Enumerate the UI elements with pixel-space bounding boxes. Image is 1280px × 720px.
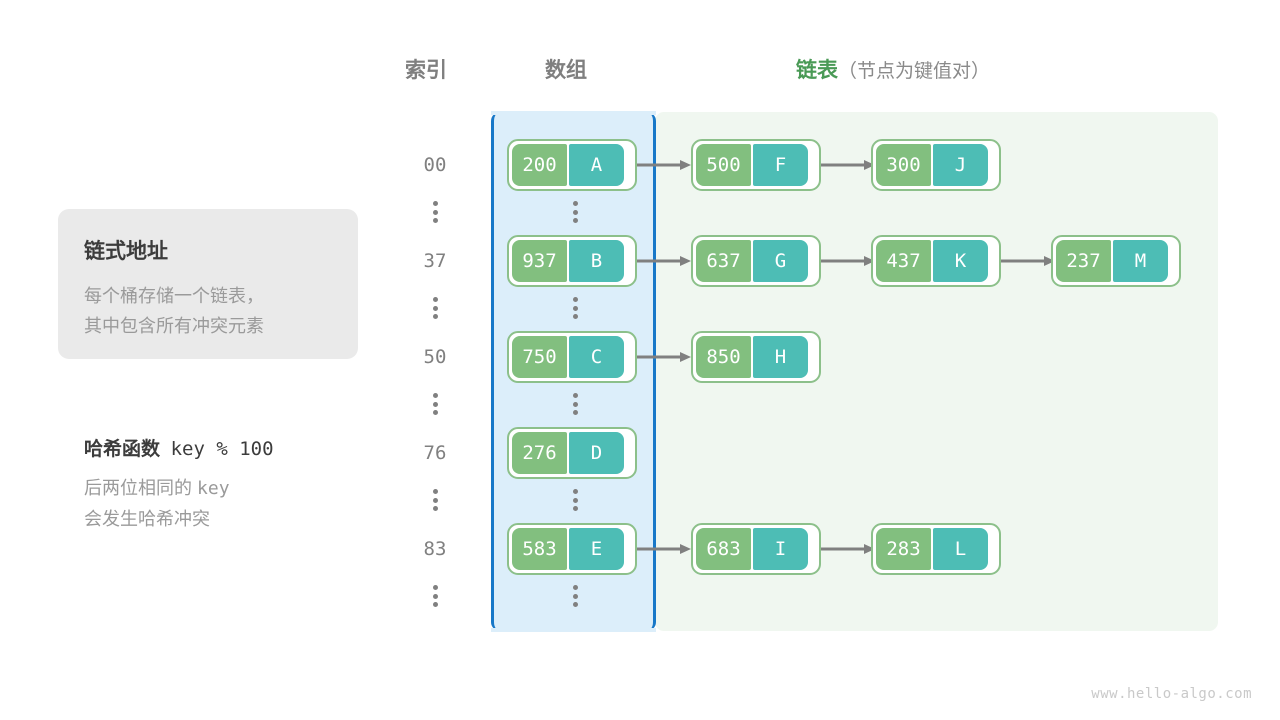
- kv-node-value: B: [569, 240, 624, 282]
- annotation-hash-function: 哈希函数 key % 100 后两位相同的 key 会发生哈希冲突: [84, 434, 414, 534]
- annotation-card-line-2: 其中包含所有冲突元素: [84, 316, 264, 336]
- bucket-index-label: 00: [423, 154, 447, 176]
- next-pointer-arrow: [637, 543, 691, 555]
- kv-node-key: 850: [696, 336, 751, 378]
- header-array: 数组: [545, 59, 587, 82]
- watermark: www.hello-algo.com: [1091, 686, 1252, 702]
- next-pointer-arrow: [821, 255, 875, 267]
- kv-node-value: F: [753, 144, 808, 186]
- hash-function-line-1: 后两位相同的 key: [84, 473, 414, 504]
- header-linked-list: 链表（节点为键值对）: [796, 54, 990, 84]
- kv-node-key: 283: [876, 528, 931, 570]
- kv-node-value: J: [933, 144, 988, 186]
- annotation-card-line-1: 每个桶存储一个链表，: [84, 286, 264, 306]
- bucket-index-label: 83: [423, 538, 447, 560]
- kv-node-key: 937: [512, 240, 567, 282]
- kv-node-value: L: [933, 528, 988, 570]
- kv-node-key: 500: [696, 144, 751, 186]
- next-pointer-arrow: [821, 543, 875, 555]
- kv-node-key: 300: [876, 144, 931, 186]
- kv-node-key: 637: [696, 240, 751, 282]
- header-index: 索引: [405, 59, 447, 82]
- next-pointer-arrow: [637, 351, 691, 363]
- kv-node-key: 583: [512, 528, 567, 570]
- annotation-card-title: 链式地址: [84, 240, 168, 263]
- hash-function-line-1-text: 后两位相同的: [84, 478, 192, 498]
- next-pointer-arrow: [637, 255, 691, 267]
- kv-node-value: D: [569, 432, 624, 474]
- hash-function-line-2: 会发生哈希冲突: [84, 509, 210, 529]
- hash-function-expression: key % 100: [170, 438, 274, 460]
- kv-node-key: 437: [876, 240, 931, 282]
- bucket-index-label: 76: [423, 442, 447, 464]
- kv-node-key: 200: [512, 144, 567, 186]
- array-ellipsis: [568, 489, 582, 511]
- index-ellipsis: [428, 201, 442, 223]
- array-ellipsis: [568, 201, 582, 223]
- next-pointer-arrow: [637, 159, 691, 171]
- kv-node-value: E: [569, 528, 624, 570]
- bucket-index-label: 50: [423, 346, 447, 368]
- header-linked-list-sub: （节点为键值对）: [838, 61, 991, 82]
- kv-node-value: K: [933, 240, 988, 282]
- kv-node-value: C: [569, 336, 624, 378]
- hash-function-label: 哈希函数: [84, 439, 161, 460]
- kv-node-value: G: [753, 240, 808, 282]
- hash-function-title: 哈希函数 key % 100: [84, 434, 414, 461]
- annotation-card-body: 每个桶存储一个链表， 其中包含所有冲突元素: [84, 281, 358, 341]
- index-ellipsis: [428, 393, 442, 415]
- kv-node-value: H: [753, 336, 808, 378]
- hash-function-line-1-key: key: [197, 478, 230, 499]
- hash-function-body: 后两位相同的 key 会发生哈希冲突: [84, 473, 414, 534]
- kv-node-key: 276: [512, 432, 567, 474]
- bucket-index-label: 37: [423, 250, 447, 272]
- array-ellipsis: [568, 393, 582, 415]
- array-ellipsis: [568, 585, 582, 607]
- kv-node-key: 237: [1056, 240, 1111, 282]
- kv-node-key: 683: [696, 528, 751, 570]
- kv-node-key: 750: [512, 336, 567, 378]
- kv-node-value: M: [1113, 240, 1168, 282]
- next-pointer-arrow: [821, 159, 875, 171]
- header-linked-list-accent: 链表: [796, 59, 838, 82]
- annotation-card-chaining: 链式地址 每个桶存储一个链表， 其中包含所有冲突元素: [58, 209, 358, 359]
- index-ellipsis: [428, 585, 442, 607]
- index-ellipsis: [428, 297, 442, 319]
- array-ellipsis: [568, 297, 582, 319]
- kv-node-value: I: [753, 528, 808, 570]
- next-pointer-arrow: [1001, 255, 1055, 267]
- index-ellipsis: [428, 489, 442, 511]
- kv-node-value: A: [569, 144, 624, 186]
